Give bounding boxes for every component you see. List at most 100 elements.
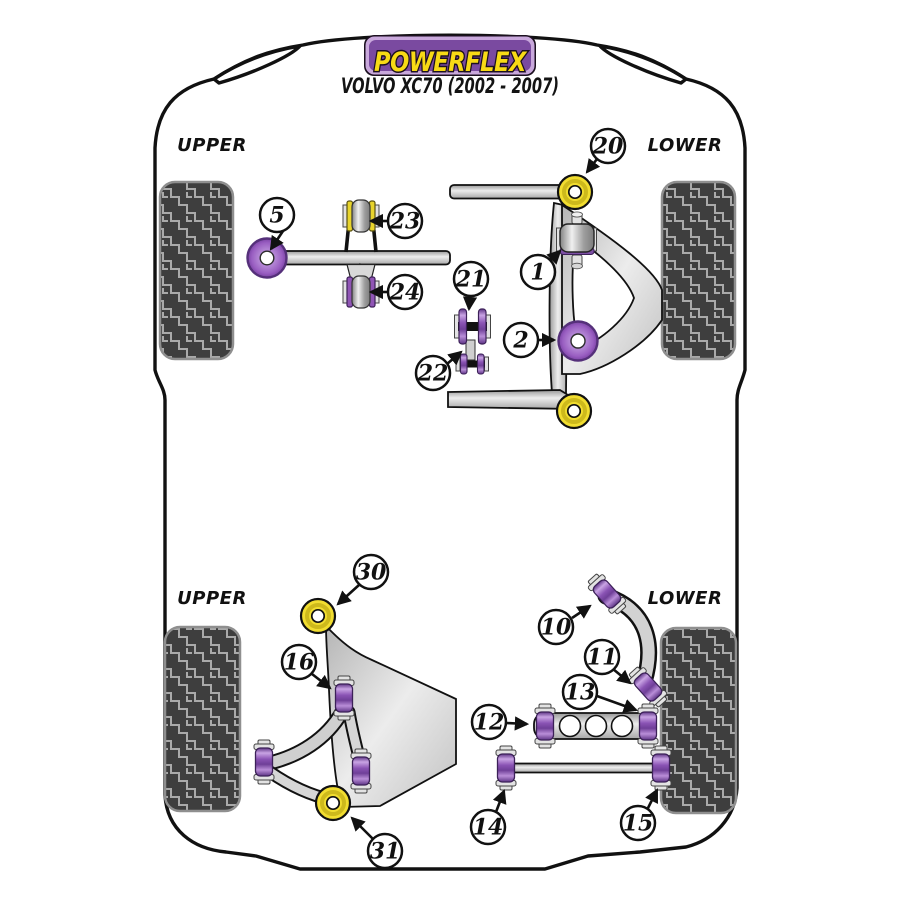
- callout-23-circle: [386, 202, 424, 240]
- bushing-20-arb-end-yellow: [556, 173, 594, 211]
- callout-20: 20: [585, 127, 627, 174]
- bushing-12-arm-inner-purple: [534, 703, 556, 749]
- callout-12-number: 12: [474, 710, 505, 736]
- callout-11-number: 11: [587, 645, 618, 671]
- bushing-22-drop-link-washer-purple: [459, 353, 468, 375]
- bushing-15-tie-rod-outer-purple: [650, 745, 672, 791]
- callout-11-arrow: [612, 667, 632, 685]
- callout-10: 10: [537, 604, 592, 646]
- wishbone-fork: [561, 203, 663, 375]
- rear-lower-group: [495, 570, 672, 791]
- callout-13-number: 13: [565, 680, 596, 706]
- callout-22-circle: [414, 354, 452, 392]
- callout-31-number: 31: [370, 839, 401, 865]
- bushing-13-arm-outer-purple: [637, 703, 659, 749]
- callout-2: 2: [502, 321, 557, 359]
- callout-2-number: 2: [512, 328, 528, 354]
- callout-2-circle: [502, 321, 540, 359]
- callout-12: 12: [470, 703, 530, 741]
- bushing-5-arb-bush-purple: [246, 237, 288, 279]
- bushing-31-subframe-rear-yellow: [314, 784, 352, 822]
- callout-21-number: 21: [455, 267, 487, 293]
- bushing-14-tie-rod-inner-purple: [495, 745, 517, 791]
- rear-upper-group: [253, 597, 457, 822]
- callout-1-arrow: [546, 249, 562, 265]
- label-rear-upper: UPPER: [177, 588, 247, 609]
- callout-16-circle: [280, 643, 318, 681]
- callout-31-circle: [366, 832, 404, 870]
- callout-21-arrow: [462, 296, 478, 312]
- callout-13: 13: [561, 673, 639, 713]
- callout-11-circle: [583, 638, 621, 676]
- callout-30-circle: [352, 553, 390, 591]
- callout-31: 31: [350, 816, 404, 870]
- label-front-lower: LOWER: [648, 135, 723, 156]
- callout-16-number: 16: [284, 650, 315, 676]
- bushing-2-front-arm-purple: [557, 320, 599, 362]
- callout-16: 16: [280, 643, 332, 690]
- callout-1-circle: [519, 253, 557, 291]
- bushing-rear-arm-front-purple: [253, 739, 275, 785]
- callout-24-circle: [386, 273, 424, 311]
- headlight-left-shape: [212, 44, 302, 85]
- arm-hole-2: [584, 714, 608, 738]
- bushing-30-subframe-front-yellow: [299, 597, 337, 635]
- callout-16-arrow: [311, 672, 332, 690]
- logo-background: [369, 40, 531, 71]
- callout-30: 30: [336, 553, 390, 606]
- callout-21: 21: [452, 260, 490, 312]
- drop-link-assembly: [454, 308, 491, 375]
- headlight-right-shape: [598, 44, 688, 85]
- callout-15-number: 15: [623, 811, 654, 837]
- arm-hole-1: [558, 714, 582, 738]
- callout-22-number: 22: [417, 361, 449, 387]
- callout-11: 11: [583, 638, 632, 685]
- callout-21-circle: [452, 260, 490, 298]
- front-suspension-group: [246, 173, 663, 430]
- callout-13-arrow: [596, 694, 639, 713]
- logo-text: POWERFLEX: [374, 47, 527, 78]
- callout-31-arrow: [350, 816, 374, 840]
- bushing-23-arb-mount-yellow: [342, 199, 380, 233]
- bushing-front-arm-rear-yellow: [555, 392, 593, 430]
- callout-14-arrow: [492, 788, 507, 813]
- bushing-21-drop-link-purple: [458, 308, 468, 345]
- callout-15-circle: [619, 804, 657, 842]
- callout-30-number: 30: [356, 560, 387, 586]
- anti-roll-bar-right: [449, 184, 570, 200]
- callout-14: 14: [469, 788, 507, 846]
- rear-tie-rod: [499, 762, 666, 774]
- callout-20-circle: [589, 127, 627, 165]
- bushing-1-front-arm: [556, 211, 597, 270]
- callout-23: 23: [368, 202, 424, 240]
- callout-23-number: 23: [389, 209, 421, 235]
- callout-15-arrow: [645, 788, 659, 811]
- callout-22-arrow: [446, 350, 463, 366]
- callout-12-circle: [470, 703, 508, 741]
- callout-10-circle: [537, 608, 575, 646]
- tire-rear-left: [163, 625, 242, 813]
- callout-5-arrow: [269, 230, 285, 251]
- callout-20-arrow: [585, 158, 601, 174]
- bushing-rear-arm-inner-purple: [350, 748, 372, 794]
- tire-front-left: [158, 180, 235, 361]
- callout-14-number: 14: [473, 815, 504, 841]
- anti-roll-bar-left: [266, 250, 451, 266]
- callout-10-number: 10: [541, 615, 572, 641]
- label-front-upper: UPPER: [177, 135, 247, 156]
- callout-24-number: 24: [389, 280, 421, 306]
- label-rear-lower: LOWER: [648, 588, 723, 609]
- callout-14-circle: [469, 808, 507, 846]
- callout-22: 22: [414, 350, 463, 392]
- callout-13-circle: [561, 673, 599, 711]
- callout-5: 5: [258, 196, 296, 251]
- callout-15: 15: [619, 788, 659, 842]
- tire-front-right: [660, 180, 737, 361]
- tire-rear-right: [659, 626, 738, 815]
- arm-hole-3: [610, 714, 634, 738]
- callout-30-arrow: [336, 584, 360, 606]
- callout-12-arrow: [505, 716, 530, 731]
- callout-20-number: 20: [592, 134, 624, 160]
